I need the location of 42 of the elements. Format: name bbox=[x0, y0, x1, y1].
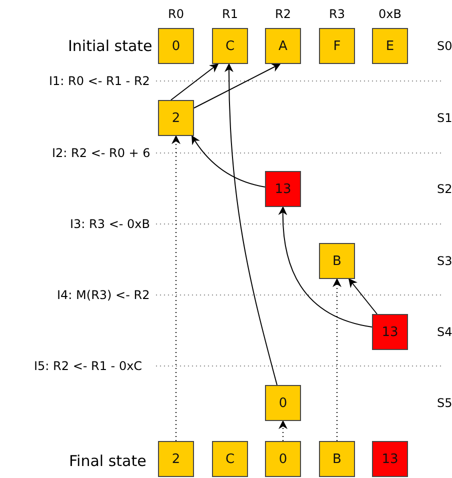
dotted-arrow bbox=[172, 135, 180, 442]
dependency-arrow bbox=[278, 206, 372, 328]
value-box: B bbox=[319, 243, 355, 279]
value-box: 13 bbox=[372, 441, 408, 477]
state-label: S1 bbox=[437, 111, 452, 125]
dependency-arrow bbox=[348, 278, 378, 314]
value-box: F bbox=[319, 28, 355, 64]
column-header: R3 bbox=[329, 7, 345, 21]
value-box: 2 bbox=[158, 441, 194, 477]
dotted-arrow bbox=[332, 278, 342, 442]
value-box: 13 bbox=[265, 171, 301, 207]
value-box: A bbox=[265, 28, 301, 64]
row-label: Final state bbox=[69, 452, 146, 470]
column-header: 0xB bbox=[378, 7, 402, 21]
dependency-arrow bbox=[192, 135, 266, 188]
value-box: C bbox=[212, 28, 248, 64]
instruction-label: I2: R2 <- R0 + 6 bbox=[52, 146, 150, 160]
instruction-label: I3: R3 <- 0xB bbox=[70, 217, 150, 231]
value-box: 0 bbox=[265, 385, 301, 421]
state-label: S0 bbox=[437, 39, 452, 53]
dependency-arrow bbox=[170, 63, 219, 100]
value-box: 0 bbox=[265, 441, 301, 477]
value-box: 13 bbox=[372, 314, 408, 350]
dependency-arrow bbox=[194, 64, 281, 108]
state-label: S3 bbox=[437, 254, 452, 268]
dotted-arrow bbox=[278, 420, 288, 442]
dependency-arrow bbox=[224, 63, 278, 386]
column-header: R2 bbox=[275, 7, 291, 21]
value-box: C bbox=[212, 441, 248, 477]
row-label: Initial state bbox=[68, 37, 152, 55]
instruction-label: I5: R2 <- R1 - 0xC bbox=[34, 359, 142, 373]
value-box: E bbox=[372, 28, 408, 64]
column-header: R0 bbox=[168, 7, 184, 21]
value-box: 2 bbox=[158, 100, 194, 136]
state-label: S2 bbox=[437, 182, 452, 196]
value-box: 0 bbox=[158, 28, 194, 64]
instruction-label: I4: M(R3) <- R2 bbox=[57, 288, 150, 302]
value-box: B bbox=[319, 441, 355, 477]
column-header: R1 bbox=[222, 7, 238, 21]
instruction-label: I1: R0 <- R1 - R2 bbox=[49, 74, 150, 88]
state-label: S5 bbox=[437, 396, 452, 410]
state-label: S4 bbox=[437, 325, 452, 339]
